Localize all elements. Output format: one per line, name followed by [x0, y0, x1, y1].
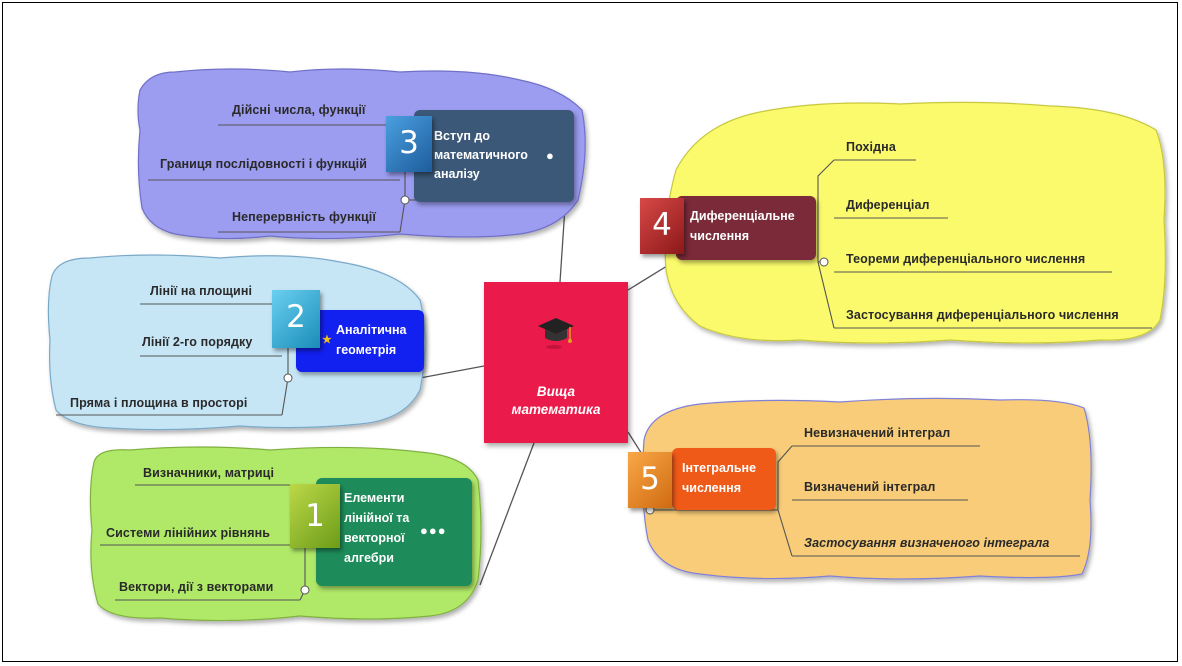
topic-box-4[interactable]: Диференціальне числення [676, 196, 816, 260]
topic-1-line4: алгебри [344, 551, 394, 565]
item-diff-theorems: Теореми диференціального числення [846, 252, 1086, 266]
number-badge-5: 5 [628, 452, 672, 508]
topic-4-line2: числення [690, 229, 750, 243]
item-vectors: Вектори, дії з векторами [119, 580, 274, 594]
topic-box-1[interactable]: Елементи лінійної та векторної алгебри ●… [316, 478, 472, 586]
item-derivative: Похідна [846, 140, 896, 154]
topic-4-line1: Диференціальне [690, 209, 795, 223]
topic-2-line1: Аналітична [336, 323, 407, 337]
item-continuity: Неперервність функції [232, 210, 376, 224]
number-badge-4: 4 [640, 198, 684, 254]
topic-box-3[interactable]: Вступ до математичного аналізу ● [414, 110, 574, 202]
connector-dots [283, 195, 829, 595]
item-determinants: Визначники, матриці [143, 466, 275, 480]
cloud-5 [642, 397, 1092, 580]
number-badge-3: 3 [386, 116, 432, 172]
cloud-2 [47, 254, 426, 431]
topic-3-line3: аналізу [434, 167, 480, 181]
central-topic[interactable]: Вища математика [484, 282, 628, 443]
graduation-cap-icon [538, 318, 574, 349]
item-second-order: Лінії 2-го порядку [142, 335, 253, 349]
item-definite-integral: Визначений інтеграл [804, 480, 936, 494]
star-icon: ★ [322, 334, 332, 346]
topic-3-line2: математичного [434, 148, 528, 162]
topic-1-line2: лінійної та [344, 511, 410, 525]
item-indefinite-integral: Невизначений інтеграл [804, 426, 951, 440]
topic-3-line1: Вступ до [434, 129, 490, 143]
topic-5-line2: числення [682, 481, 742, 495]
item-real-numbers: Дійсні числа, функції [232, 103, 366, 117]
item-differential: Диференціал [846, 198, 930, 212]
item-diff-applications: Застосування диференціального числення [846, 308, 1119, 322]
item-linear-systems: Системи лінійних рівнянь [106, 526, 271, 540]
topic-1-line3: векторної [344, 531, 405, 545]
number-badge-1: 1 [290, 484, 340, 548]
item-line-plane: Пряма і площина в просторі [70, 396, 248, 410]
central-topic-line2: математика [511, 402, 601, 417]
info-icon: ● [546, 148, 554, 163]
topic-1-line1: Елементи [344, 491, 405, 505]
topic-5-line1: Інтегральне [682, 461, 757, 475]
three-dots-icon: ●●● [420, 523, 447, 538]
central-topic-line1: Вища [536, 384, 576, 399]
item-plane-lines: Лінії на площині [150, 284, 253, 298]
cloud-4 [664, 101, 1166, 344]
topic-box-5[interactable]: Інтегральне числення [672, 448, 776, 510]
item-definite-applications: Застосування визначеного інтеграла [804, 536, 1050, 550]
item-limits: Границя послідовності і функцій [160, 157, 367, 171]
number-badge-2: 2 [272, 290, 320, 348]
topic-2-line2: геометрія [336, 343, 397, 357]
